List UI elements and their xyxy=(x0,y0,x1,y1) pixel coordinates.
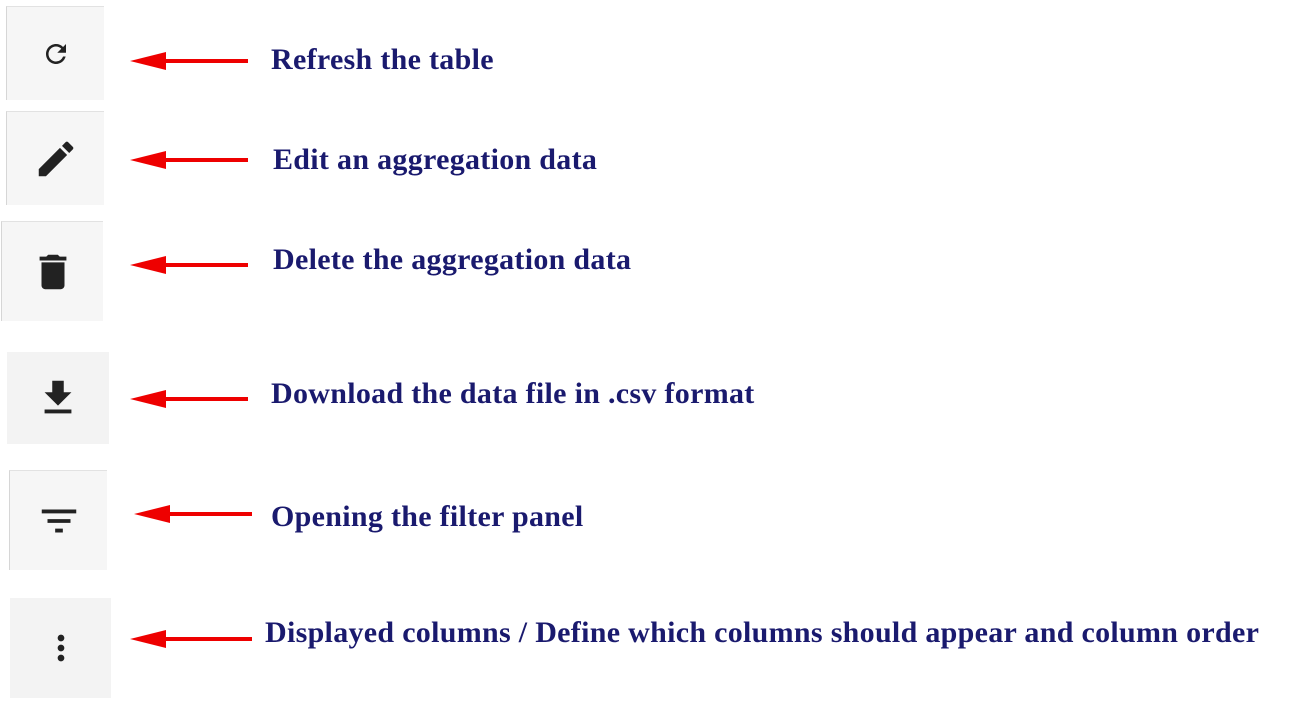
download-icon xyxy=(44,380,72,414)
pointer-arrow-filter xyxy=(134,505,252,523)
delete-button[interactable] xyxy=(1,221,103,321)
edit-button[interactable] xyxy=(6,111,104,205)
pointer-arrow-refresh xyxy=(130,52,248,70)
pointer-arrow-download xyxy=(130,390,248,408)
edit-icon xyxy=(38,141,73,176)
label-edit: Edit an aggregation data xyxy=(273,143,598,176)
refresh-icon xyxy=(45,43,66,64)
refresh-button[interactable] xyxy=(6,6,104,100)
label-refresh: Refresh the table xyxy=(271,43,494,76)
label-download: Download the data file in .csv format xyxy=(271,377,755,410)
pointer-arrow-delete xyxy=(130,256,248,274)
label-columns: Displayed columns / Define which columns… xyxy=(265,616,1260,649)
delete-icon xyxy=(39,254,66,289)
label-filter: Opening the filter panel xyxy=(271,500,584,533)
filter-button[interactable] xyxy=(9,470,107,570)
label-delete: Delete the aggregation data xyxy=(273,243,632,276)
pointer-arrow-edit xyxy=(130,151,248,169)
filter-icon xyxy=(41,509,76,532)
more-vert-icon xyxy=(57,634,64,662)
pointer-arrow-columns xyxy=(130,630,252,648)
column-options-button[interactable] xyxy=(10,598,111,698)
download-button[interactable] xyxy=(7,352,109,444)
